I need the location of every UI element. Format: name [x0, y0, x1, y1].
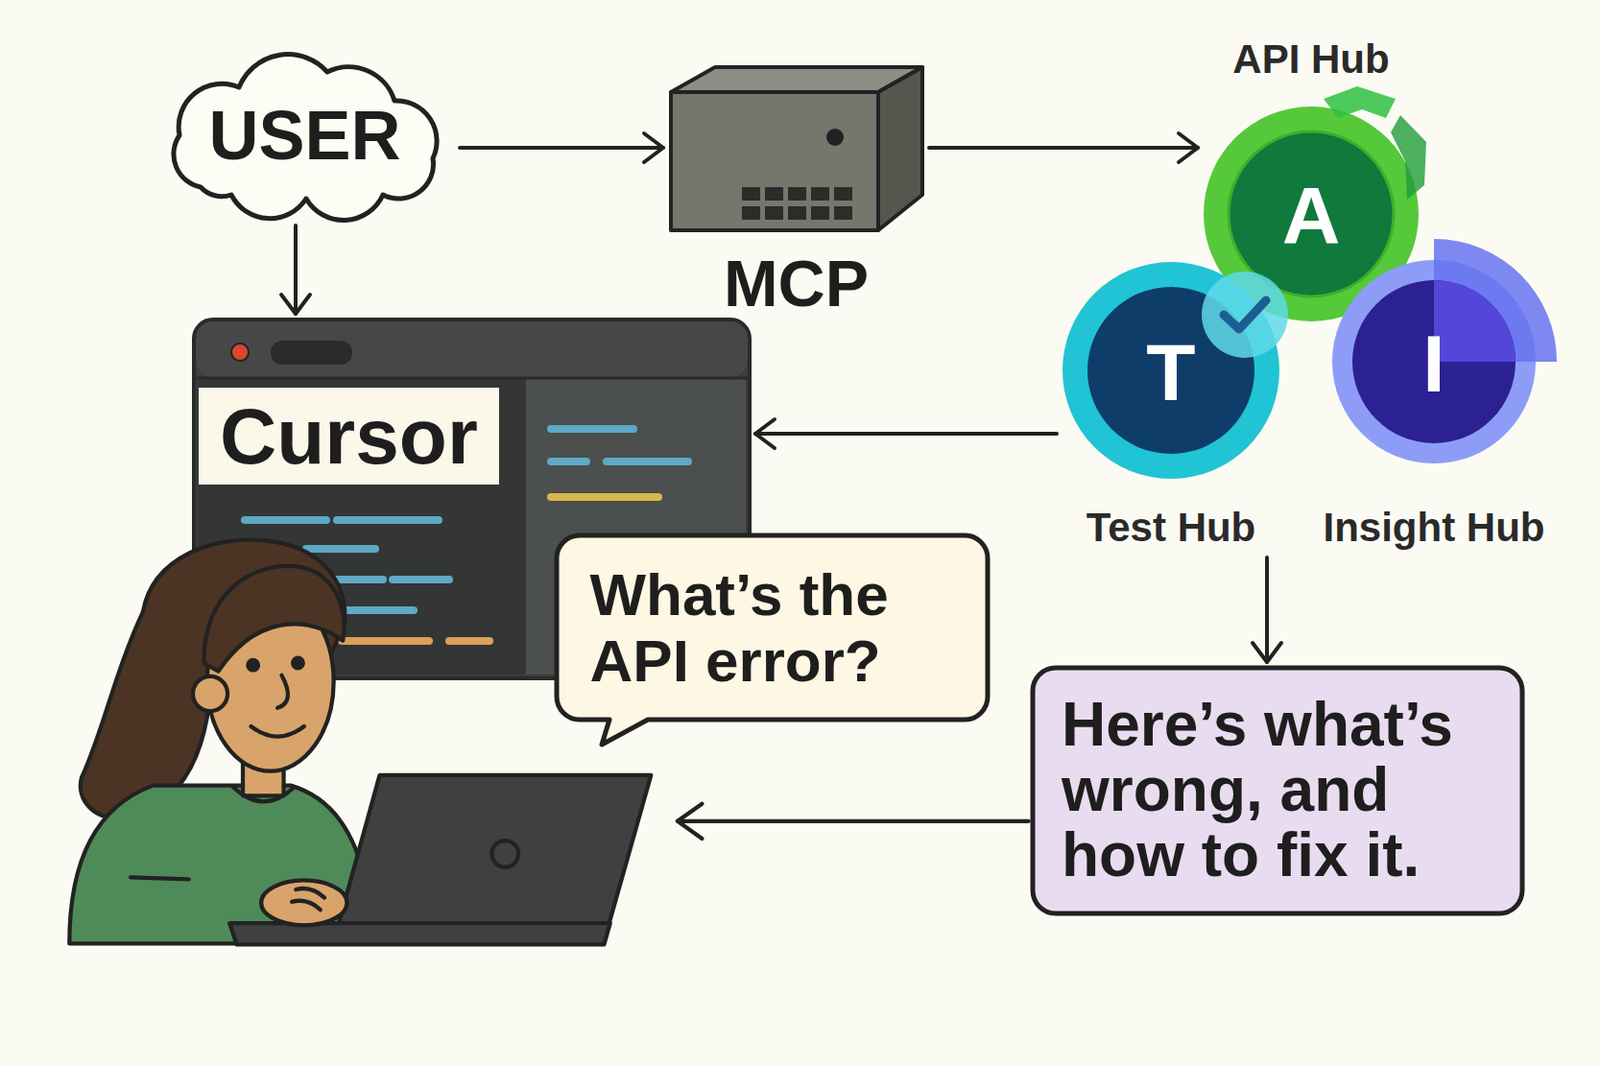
- connector-line: [1265, 557, 1269, 663]
- connector-line: [755, 431, 1057, 436]
- title-bar: [195, 321, 748, 378]
- connector-arrow: [929, 133, 1198, 163]
- test-hub: T Test Hub: [1062, 262, 1280, 552]
- sync-arrow: [1323, 86, 1396, 119]
- server-vent: [788, 206, 807, 220]
- sleeve-line: [130, 877, 190, 880]
- server-vent: [788, 187, 807, 201]
- node-label: Test Hub: [1086, 507, 1257, 549]
- hair-fringe: [204, 566, 345, 672]
- finger-lines: [291, 888, 325, 910]
- server-vent: [764, 187, 784, 201]
- answer-outline: [1032, 668, 1523, 914]
- hand: [261, 880, 347, 926]
- arrow-head: [1178, 133, 1198, 163]
- server-vent: [764, 206, 784, 220]
- server-vent: [811, 206, 830, 220]
- smile: [251, 726, 305, 738]
- insight-hub: I Insight Hub: [1309, 260, 1559, 552]
- hub-quarter: [1433, 238, 1557, 362]
- node-label: API Hub: [1232, 39, 1389, 80]
- code-line: [336, 516, 439, 525]
- mcp-server: MCP: [668, 66, 924, 318]
- code-line: [332, 575, 383, 584]
- node-label: What’s the API error?: [590, 561, 956, 695]
- neck: [242, 749, 285, 796]
- arrow-head: [755, 419, 775, 449]
- node-label: A: [1282, 175, 1341, 257]
- laptop-logo: [491, 840, 519, 868]
- check-mark: [1223, 300, 1266, 330]
- speech-bubble: What’s the API error?: [556, 535, 988, 720]
- connector-line: [293, 225, 298, 314]
- code-line: [306, 545, 376, 553]
- server-vent: [741, 187, 761, 201]
- node-label: I: [1422, 323, 1445, 405]
- server-front: [670, 92, 879, 231]
- code-line: [341, 606, 414, 615]
- connector-line: [459, 145, 664, 150]
- eye: [247, 660, 259, 671]
- code-line: [550, 425, 634, 433]
- server-vent: [811, 187, 830, 201]
- connector-arrow: [755, 419, 1057, 449]
- server-box: [670, 67, 923, 231]
- code-line: [550, 457, 587, 466]
- answer-arrow: [677, 804, 1029, 839]
- hair: [80, 540, 346, 819]
- connector-arrow: [459, 133, 664, 163]
- laptop-base: [229, 923, 611, 945]
- title-divider: [195, 377, 748, 381]
- hub-core: [1352, 280, 1516, 444]
- editor-pane: [197, 379, 526, 675]
- face: [207, 592, 335, 772]
- hub-core: [1228, 131, 1394, 297]
- code-line: [392, 575, 450, 584]
- code-line: [550, 493, 659, 502]
- connector-line: [929, 145, 1198, 150]
- collar: [232, 787, 294, 803]
- arrow-head: [281, 294, 311, 314]
- code-line: [606, 457, 689, 466]
- node-label: Cursor: [198, 387, 500, 485]
- user-cloud: USER: [143, 50, 454, 220]
- node-label: T: [1146, 332, 1195, 413]
- code-line: [244, 516, 327, 525]
- window-dot: [231, 343, 249, 361]
- nose: [277, 675, 288, 709]
- server-led: [826, 128, 844, 146]
- ear: [192, 676, 228, 712]
- connector-arrow: [1252, 557, 1282, 663]
- node-label: Here’s what’s wrong, and how to fix it.: [1061, 692, 1494, 888]
- code-line: [449, 637, 490, 645]
- window-pill: [270, 340, 353, 365]
- cloud-outline: [173, 54, 437, 221]
- arrow-head: [644, 133, 664, 163]
- connector-arrow: [281, 225, 311, 314]
- arrow-head: [1252, 643, 1282, 663]
- hub-core-quarter: [1433, 280, 1516, 362]
- code-line: [341, 637, 430, 645]
- node-label: USER: [208, 100, 401, 170]
- laptop-lid: [336, 775, 651, 932]
- shirt: [69, 786, 370, 945]
- arrow-head: [677, 804, 703, 839]
- woman-figure: [69, 540, 651, 946]
- node-label: Insight Hub: [1323, 507, 1546, 549]
- server-vent: [741, 206, 761, 220]
- check-badge: [1201, 271, 1289, 359]
- server-vent: [834, 206, 853, 220]
- server-side: [878, 67, 923, 231]
- bubble-outline: [556, 535, 988, 745]
- arrow-line: [677, 819, 1029, 824]
- sync-arrow: [1390, 115, 1427, 200]
- answer-box: Here’s what’s wrong, and how to fix it.: [1032, 668, 1523, 914]
- node-label: MCP: [723, 250, 869, 316]
- eye: [292, 658, 304, 669]
- server-vent: [834, 187, 853, 201]
